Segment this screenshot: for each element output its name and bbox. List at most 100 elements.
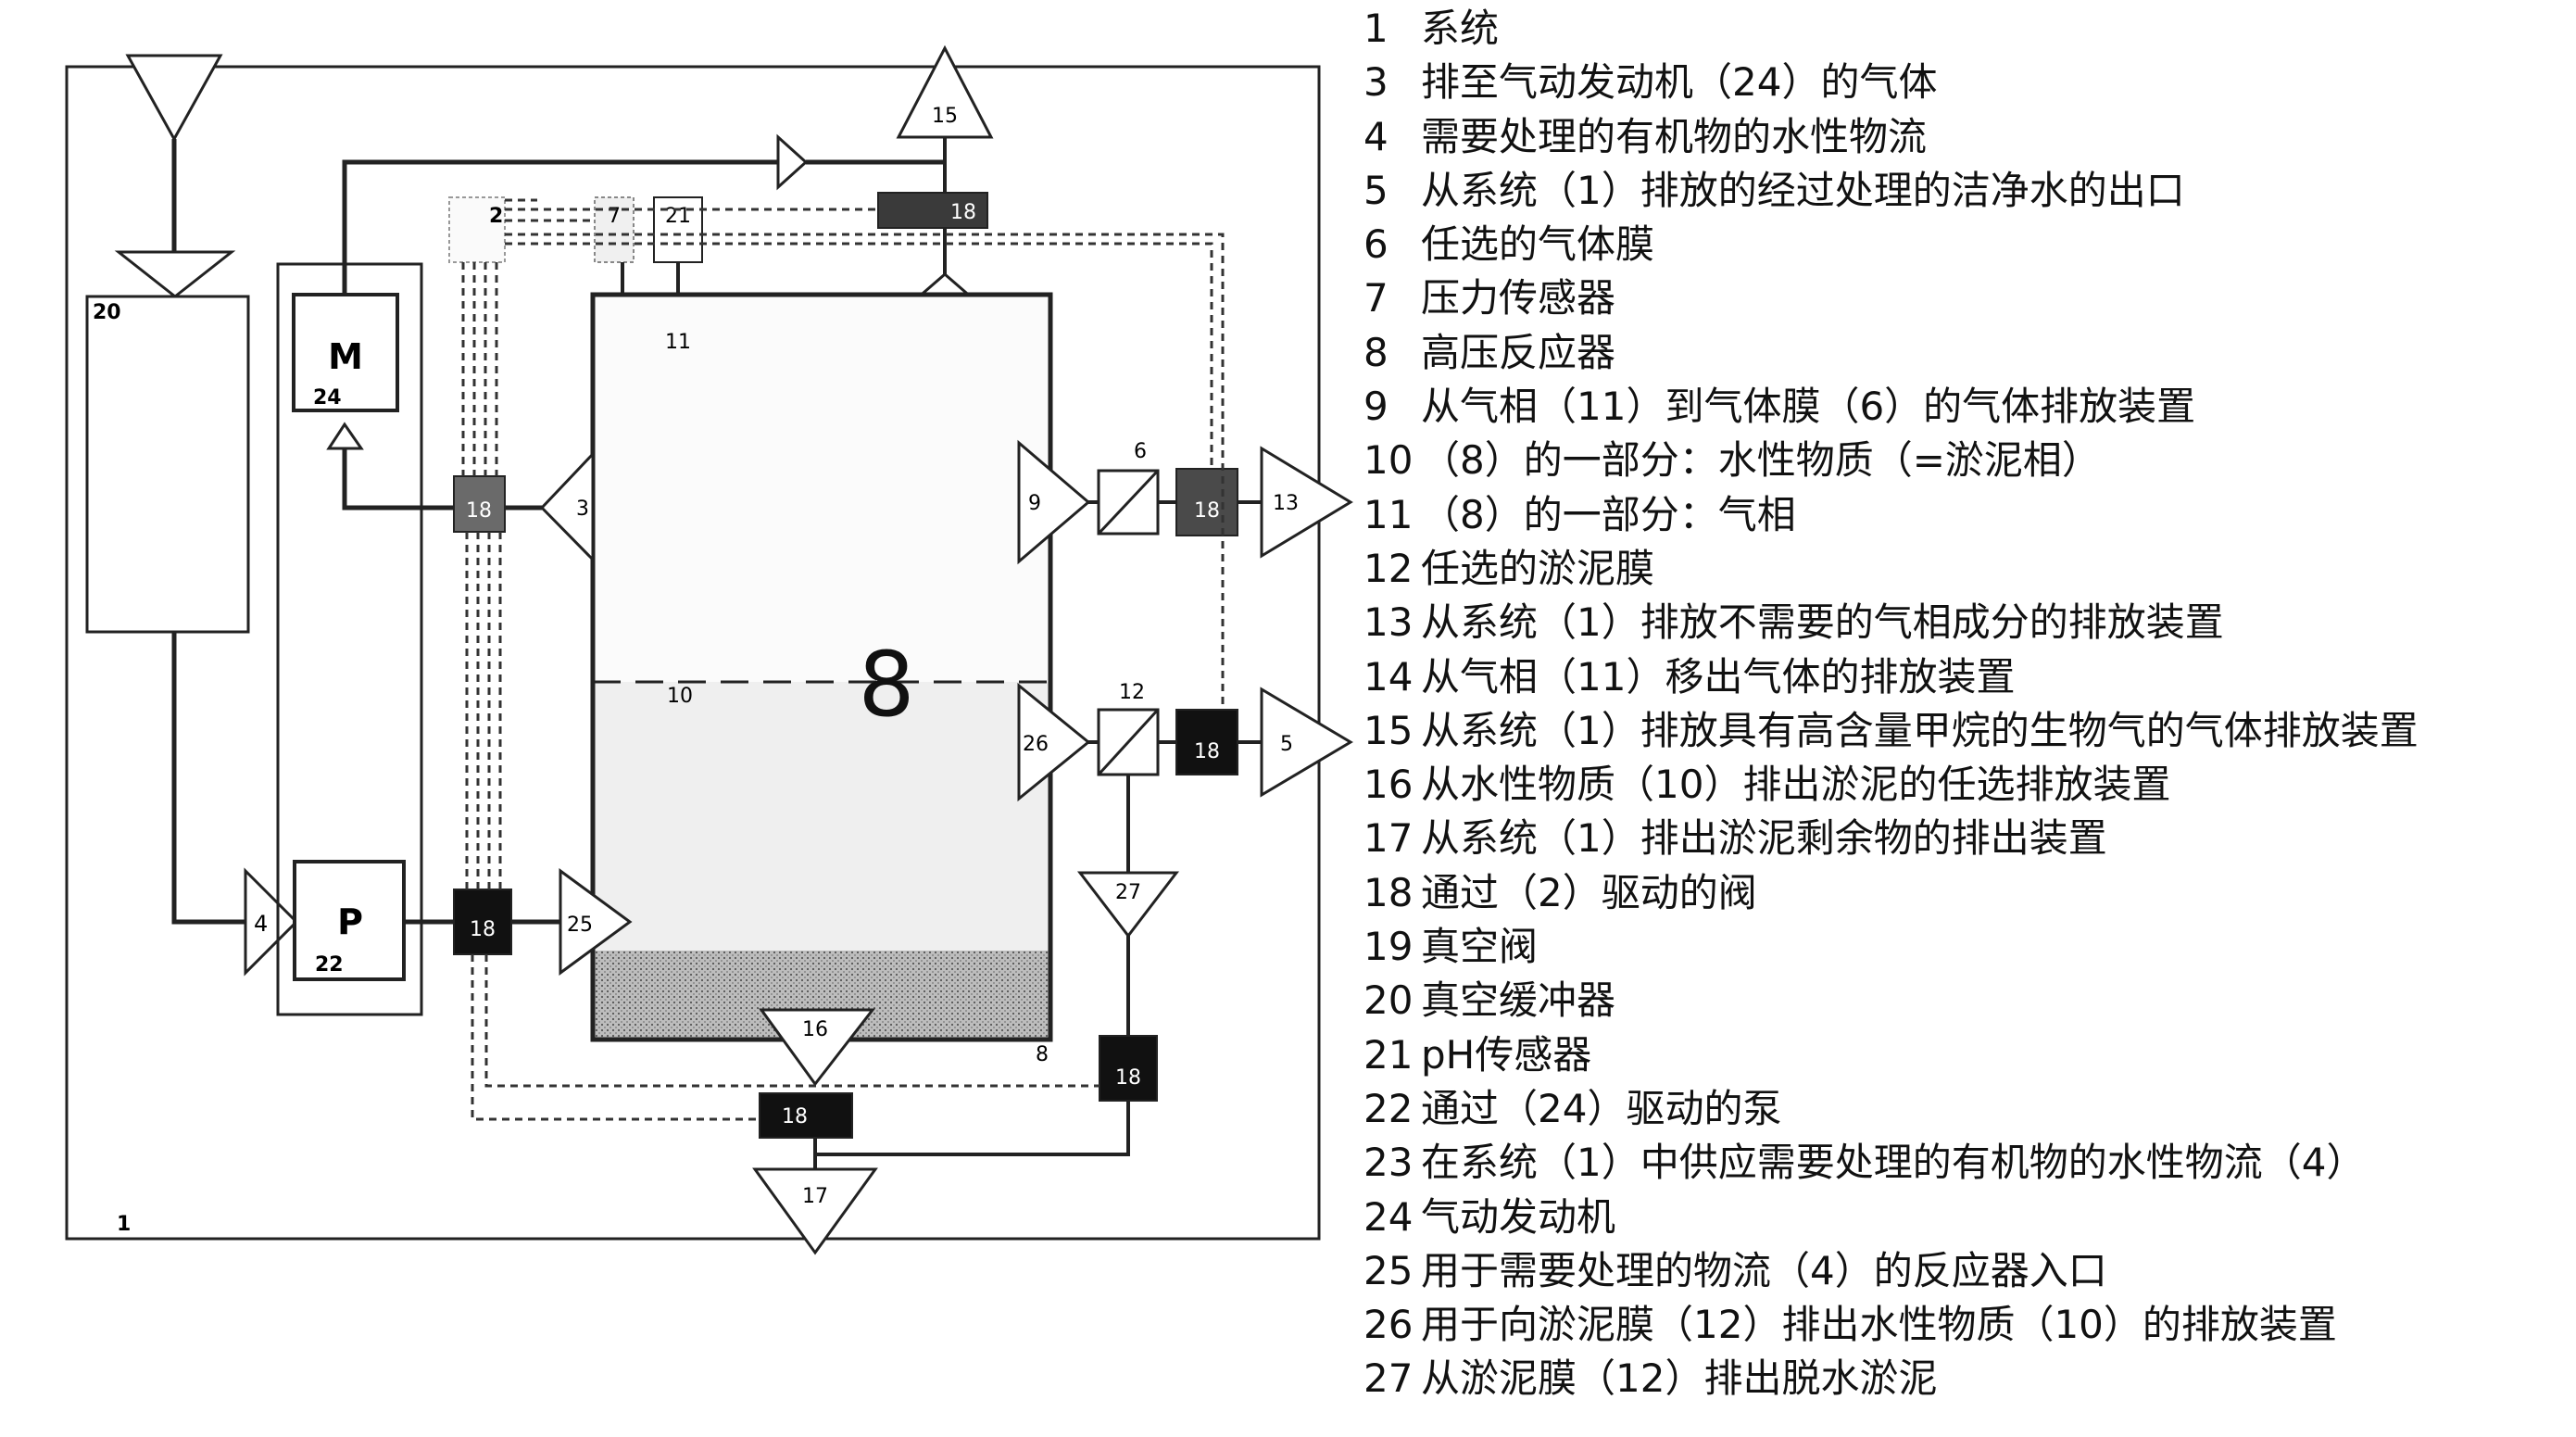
biogas-outlet-15-label: 15 (932, 105, 958, 128)
legend-item-number: 15 (1363, 707, 1414, 753)
valve-vent-label: 18 (1194, 499, 1220, 523)
legend-item-number: 8 (1363, 329, 1389, 375)
legend-item-text: 任选的气体膜 (1421, 221, 1655, 268)
process-diagram: 1 20 4 M 24 P 22 15 18 14 2 7 21 (65, 44, 1353, 1255)
legend-item-text: 用于需要处理的物流（4）的反应器入口 (1421, 1247, 2107, 1293)
gas-to-motor-3-triangle (539, 450, 595, 563)
legend-item: 3 排至气动发动机（24）的气体 (1363, 56, 2568, 109)
legend-item-text: 需要处理的有机物的水性物流 (1421, 113, 1928, 159)
valve-gas-motor-label: 18 (466, 499, 492, 523)
inlet-stream-4-triangle (244, 867, 299, 977)
motor-pump-housing (276, 262, 423, 1016)
legend-item-text: （8）的一部分：水性物质（=淤泥相） (1421, 437, 2101, 484)
legend-item-number: 10 (1363, 437, 1414, 484)
legend-item-number: 25 (1363, 1247, 1414, 1293)
motor-label: M (328, 336, 363, 377)
inlet-triangle-top-left (125, 54, 223, 143)
vent-13-triangle (1260, 446, 1353, 559)
legend-item-number: 16 (1363, 762, 1414, 808)
motor-number: 24 (313, 386, 342, 410)
reactor-aqueous-phase (593, 682, 1050, 951)
legend-item-text: 从系统（1）排放具有高含量甲烷的生物气的气体排放装置 (1421, 707, 2419, 753)
valve-inlet (453, 889, 512, 955)
pump-number: 22 (315, 953, 344, 977)
sludge-residue-17-triangle (752, 1167, 878, 1255)
pipe (815, 1101, 1130, 1156)
gas-discharge-9-label: 9 (1028, 492, 1041, 515)
valve-water-outlet (1175, 709, 1238, 775)
legend-item-number: 3 (1363, 59, 1389, 106)
aqueous-discharge-26-label: 26 (1023, 733, 1049, 756)
sludge-residue-17-label: 17 (802, 1185, 828, 1208)
legend-item-text: 任选的淤泥膜 (1421, 545, 1655, 591)
reactor-gas-phase (593, 295, 1050, 682)
legend-item-text: 系统 (1421, 6, 1500, 51)
legend-item-text: 排至气动发动机（24）的气体 (1421, 59, 1938, 106)
legend-item-number: 21 (1363, 1031, 1414, 1078)
membrane-line (1097, 708, 1160, 776)
valve-dewatered-sludge-label: 18 (1115, 1066, 1141, 1090)
gas-to-motor-3-label: 3 (576, 498, 589, 521)
reactor-number: 8 (1036, 1043, 1049, 1066)
water-outlet-5-label: 5 (1280, 733, 1293, 756)
system-boundary (65, 65, 1321, 1241)
valve-sludge-label: 18 (782, 1105, 808, 1128)
pipe (342, 159, 778, 295)
legend-item-text: pH传感器 (1421, 1031, 1592, 1078)
legend-item-text: 从淤泥膜（12）排出脱水淤泥 (1421, 1355, 1938, 1402)
legend-item-text: 在系统（1）中供应需要处理的有机物的水性物流（4） (1421, 1140, 2366, 1186)
reactor-label: 8 (858, 633, 914, 737)
legend-item-text: 真空缓冲器 (1421, 977, 1616, 1024)
legend-item-text: 从系统（1）排放不需要的气相成分的排放装置 (1421, 599, 2224, 646)
inlet-stream-4-label: 4 (254, 911, 268, 937)
pump-label: P (337, 901, 363, 942)
legend-item-number: 22 (1363, 1085, 1414, 1131)
controller-label: 2 (489, 205, 503, 228)
gas-membrane-label: 6 (1134, 440, 1147, 463)
legend-item-number: 26 (1363, 1302, 1414, 1348)
legend-item: 11（8）的一部分：气相 (1363, 488, 2568, 542)
legend-item-number: 24 (1363, 1193, 1414, 1240)
pipe (171, 632, 245, 925)
sludge-outlet-16-label: 16 (802, 1018, 828, 1041)
legend-item-number: 19 (1363, 924, 1414, 970)
flow-arrow (776, 133, 809, 191)
motor (292, 293, 399, 412)
system-label: 1 (117, 1213, 131, 1236)
water-outlet-5-triangle (1260, 687, 1353, 798)
legend-item-number: 4 (1363, 113, 1389, 159)
control-lines (461, 198, 1225, 1121)
legend-item-text: 通过（24）驱动的泵 (1421, 1085, 1782, 1131)
valve-top-label: 18 (950, 201, 976, 224)
legend-item-text: 压力传感器 (1421, 275, 1616, 321)
legend-item-text: 气动发动机 (1421, 1193, 1616, 1240)
legend-item-text: 从水性物质（10）排出淤泥的任选排放装置 (1421, 762, 2171, 808)
aqueous-discharge-26-triangle (1017, 682, 1091, 802)
legend-item-number: 20 (1363, 977, 1414, 1024)
sludge-outlet-16-triangle (759, 1008, 876, 1087)
legend-item-number: 23 (1363, 1140, 1414, 1186)
legend-item-text: 从系统（1）排出淤泥剩余物的排出装置 (1421, 815, 2107, 862)
legend-item-text: （8）的一部分：气相 (1421, 491, 1796, 537)
dewatered-sludge-27-label: 27 (1115, 881, 1141, 904)
legend-item-number: 27 (1363, 1355, 1414, 1402)
gas-to-motor-triangle (326, 422, 364, 450)
gas-phase-label: 11 (665, 331, 691, 354)
